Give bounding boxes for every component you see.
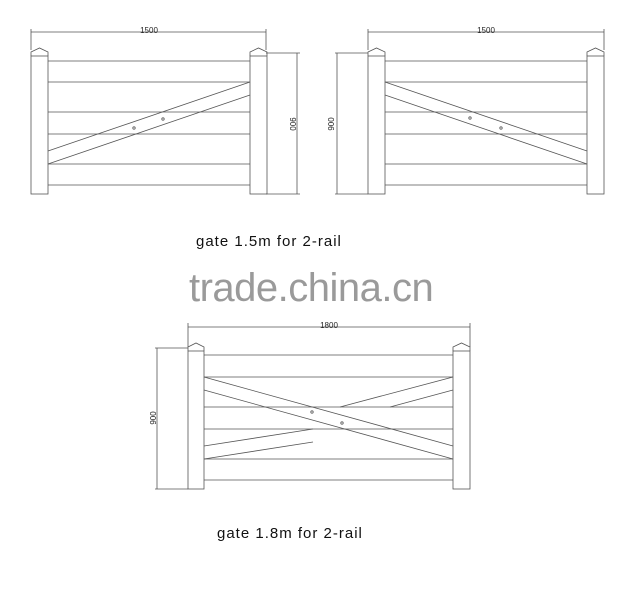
dim-height-label-3: 900 bbox=[149, 411, 158, 425]
caption-gate-1-5m: gate 1.5m for 2-rail bbox=[196, 233, 342, 250]
dim-width-label-1: 1500 bbox=[140, 26, 158, 35]
dim-width-label-3: 1800 bbox=[320, 321, 338, 330]
gate-drawing-1500-right bbox=[335, 29, 605, 195]
dim-width-label-2: 1500 bbox=[477, 26, 495, 35]
gate-drawing-1800 bbox=[155, 323, 471, 490]
dim-height-label-1: 900 bbox=[288, 117, 297, 131]
gate-drawing-1500-left bbox=[30, 29, 300, 195]
dim-height-label-2: 900 bbox=[327, 117, 336, 131]
caption-gate-1-8m: gate 1.8m for 2-rail bbox=[217, 525, 363, 542]
watermark: trade.china.cn bbox=[189, 266, 434, 310]
